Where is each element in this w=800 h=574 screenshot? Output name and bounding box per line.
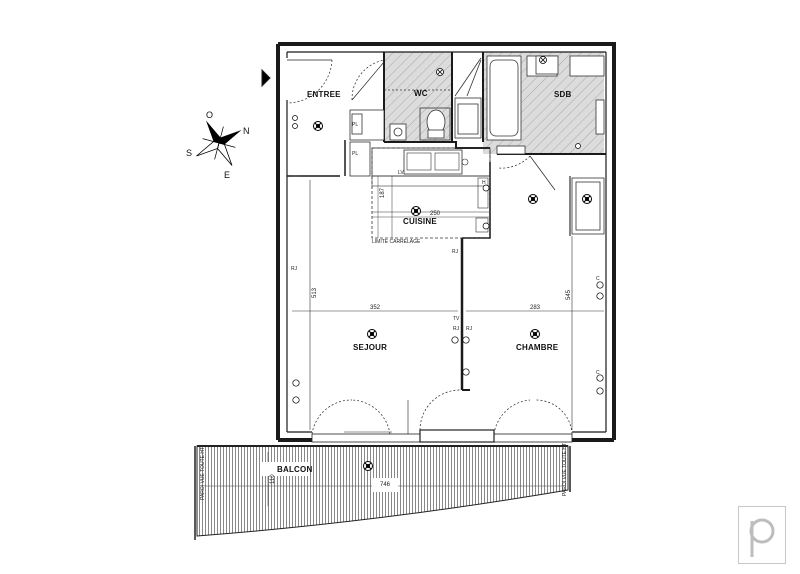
balcony xyxy=(194,445,571,540)
rj-socket-label: RJ xyxy=(291,266,298,272)
compass-letter-s: S xyxy=(186,148,192,158)
outlet-icon xyxy=(596,292,604,300)
light-point-icon xyxy=(528,194,538,204)
compass-letter-o: O xyxy=(206,110,213,120)
compass-rose-icon xyxy=(196,120,242,166)
window-doors xyxy=(311,389,573,443)
outlet-icon xyxy=(482,222,490,230)
room-label-balcon: BALCON xyxy=(277,465,312,474)
rj-socket-label: RJ xyxy=(466,326,473,332)
garde-corps-label: PAROI VUE TOUTE HT. xyxy=(200,446,206,500)
brand-logo-icon xyxy=(749,518,775,557)
garde-corps-label: PAROI VUE TOUTE HT. xyxy=(562,442,568,496)
chambre-depth-dim: 545 xyxy=(566,289,572,300)
bedroom-closet xyxy=(569,176,605,236)
cuisine-width-dim: 250 xyxy=(430,211,441,217)
entrance-door xyxy=(261,58,333,104)
tv-socket-label: TV xyxy=(453,316,460,322)
rj-socket-label: RJ xyxy=(453,326,460,332)
storage-units xyxy=(349,57,482,177)
light-point-icon xyxy=(363,461,373,471)
outlet-icon xyxy=(292,396,300,404)
outlet-icon xyxy=(292,123,298,129)
room-label-chambre: CHAMBRE xyxy=(516,343,559,352)
outlet-icon xyxy=(596,387,604,395)
outlet-icon xyxy=(292,379,300,387)
balcon-depth-dim: 110 xyxy=(270,474,276,484)
power-outlets xyxy=(292,115,604,404)
c-label: C xyxy=(596,276,600,282)
kitchen-dimension-lines xyxy=(372,176,490,238)
outlet-icon xyxy=(596,374,604,382)
light-point-icon xyxy=(367,329,377,339)
light-points xyxy=(313,56,592,471)
outlet-icon xyxy=(462,368,470,376)
outlet-icon xyxy=(575,143,581,149)
entrance-arrow-icon xyxy=(261,68,271,88)
kitchen-sink xyxy=(403,149,463,175)
light-point-icon xyxy=(436,68,444,76)
pl-label: PL xyxy=(352,151,358,157)
rj-socket-label: RJ xyxy=(452,249,459,255)
room-label-cuisine: CUISINE xyxy=(403,217,437,226)
outlet-icon xyxy=(451,336,459,344)
pl-label: PL xyxy=(352,122,358,128)
c-label: C xyxy=(596,370,600,376)
outlet-icon xyxy=(292,115,298,121)
sdb-fixtures xyxy=(486,55,605,155)
room-label-wc: WC xyxy=(414,89,428,98)
room-label-sejour: SEJOUR xyxy=(353,343,387,352)
light-point-icon xyxy=(539,56,547,64)
chambre-width-dim: 283 xyxy=(530,305,541,311)
h-label: H xyxy=(482,180,486,186)
lv-label: LV xyxy=(398,170,404,176)
outlet-icon xyxy=(596,281,604,289)
kitchen xyxy=(371,147,491,239)
light-point-icon xyxy=(582,194,592,204)
outlet-icon xyxy=(482,184,490,192)
wc-fixtures xyxy=(384,89,452,141)
room-label-entree: ENTREE xyxy=(307,90,341,99)
compass-letter-e: E xyxy=(224,170,230,180)
sdb-door xyxy=(497,155,556,191)
cuisine-depth-dim: 187 xyxy=(380,187,386,198)
brand-logo xyxy=(738,506,786,564)
light-point-icon xyxy=(313,121,323,131)
compass-letter-n: N xyxy=(243,126,250,136)
sejour-width-dim: 352 xyxy=(370,305,381,311)
light-point-icon xyxy=(530,329,540,339)
limite-carrelage-label: LIMITE CARRELAGE xyxy=(372,239,421,245)
light-point-icon xyxy=(411,206,421,216)
outlet-icon xyxy=(462,336,470,344)
wc-door xyxy=(351,59,385,101)
room-measure-lines xyxy=(292,175,604,430)
sejour-depth-dim: 513 xyxy=(312,287,318,298)
balcon-width-dim: 746 xyxy=(380,482,391,488)
room-label-sdb: SDB xyxy=(554,90,572,99)
